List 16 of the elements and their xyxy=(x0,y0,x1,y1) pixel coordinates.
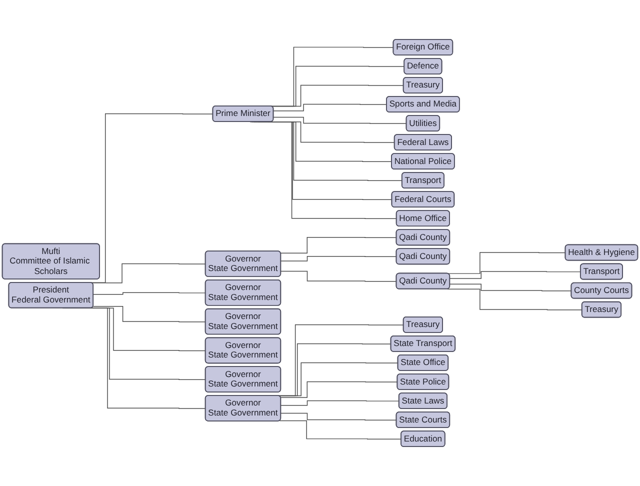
connector xyxy=(91,263,206,284)
connector xyxy=(450,271,582,279)
connector xyxy=(279,420,402,440)
connector xyxy=(280,381,398,398)
connector xyxy=(280,412,397,420)
connector xyxy=(273,104,388,112)
connector xyxy=(273,116,407,124)
connector xyxy=(280,256,397,262)
connector xyxy=(447,288,582,310)
connector xyxy=(450,284,572,292)
connector xyxy=(93,292,206,295)
connector xyxy=(280,236,397,254)
connector xyxy=(447,252,566,274)
connector xyxy=(92,306,206,322)
connector xyxy=(280,400,400,406)
connector xyxy=(280,270,397,282)
